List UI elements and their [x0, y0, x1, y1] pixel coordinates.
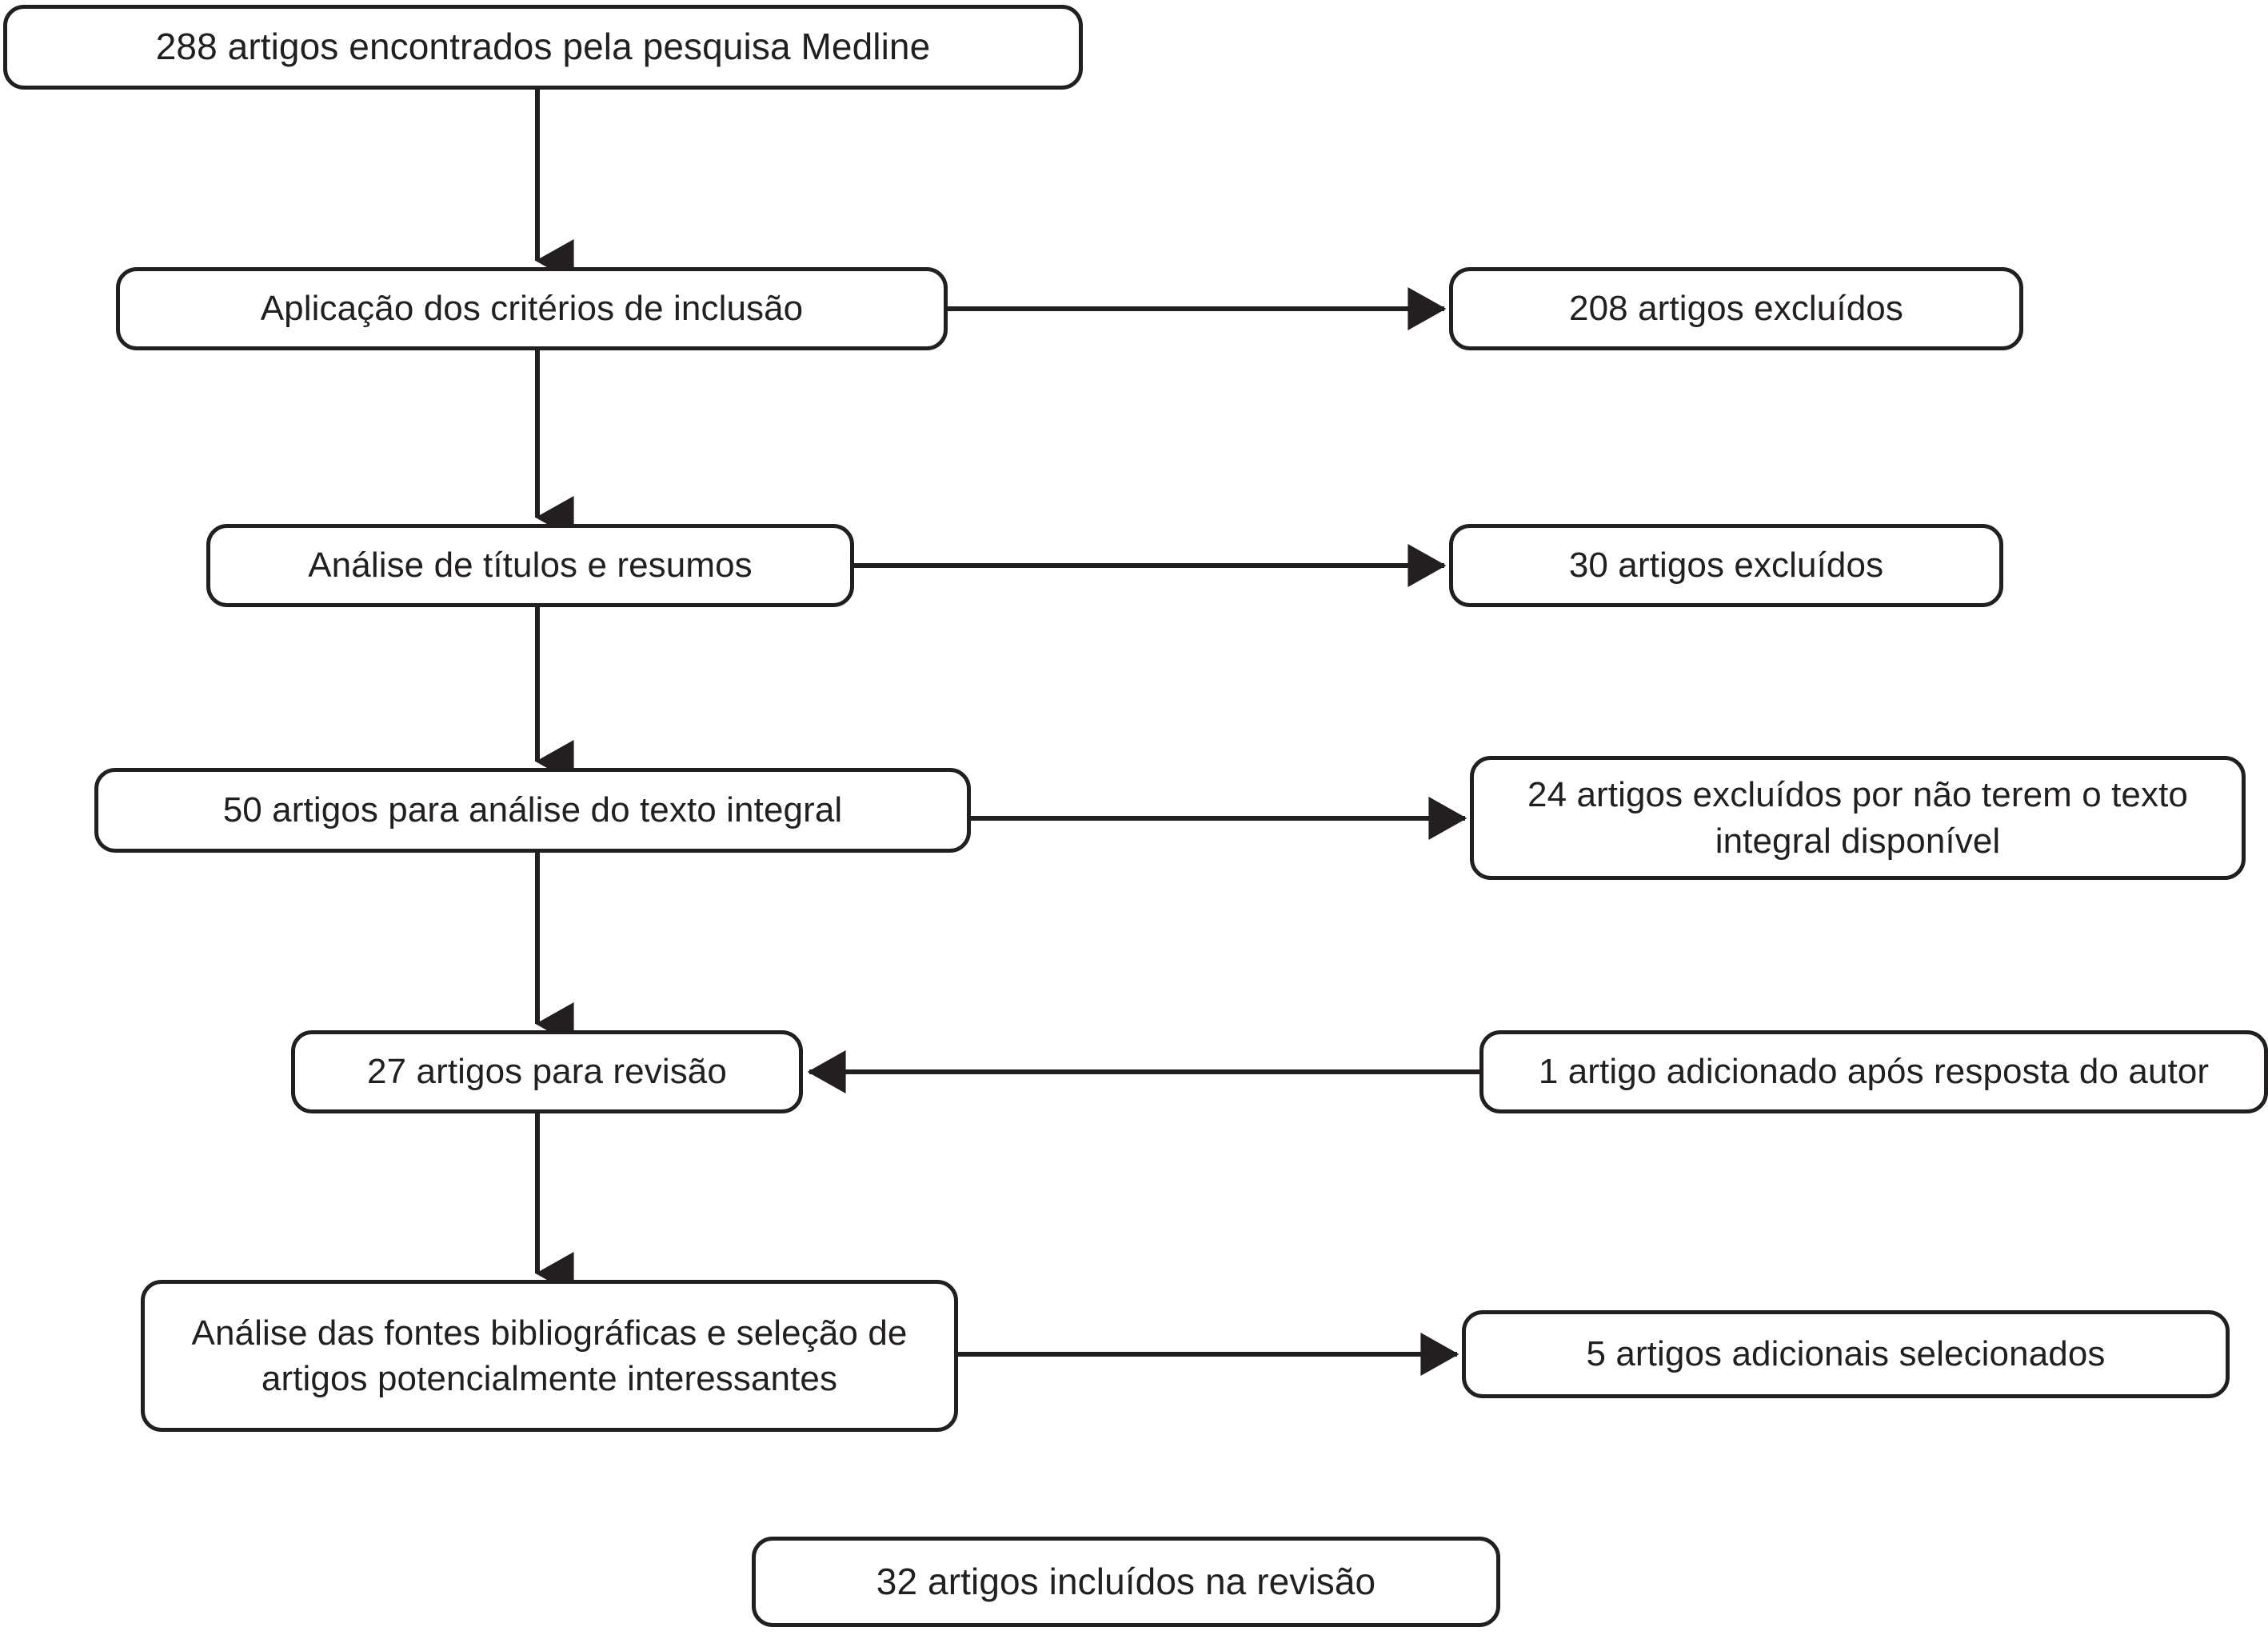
node-fulltext[interactable]: 50 artigos para análise do texto integra… — [94, 768, 971, 853]
node-excluded-30[interactable]: 30 artigos excluídos — [1449, 524, 2003, 607]
node-found-label: 288 artigos encontrados pela pesquisa Me… — [155, 26, 931, 68]
node-additional-5-label: 5 artigos adicionais selecionados — [1586, 1334, 2106, 1374]
node-criteria-label: Aplicação dos critérios de inclusão — [260, 289, 804, 329]
node-criteria[interactable]: Aplicação dos critérios de inclusão — [116, 267, 948, 350]
node-review27-label: 27 artigos para revisão — [367, 1052, 727, 1092]
node-titles[interactable]: Análise de títulos e resumos — [206, 524, 854, 607]
node-excluded-30-label: 30 artigos excluídos — [1568, 546, 1884, 586]
node-included[interactable]: 32 artigos incluídos na revisão — [752, 1537, 1500, 1627]
node-found[interactable]: 288 artigos encontrados pela pesquisa Me… — [3, 5, 1083, 90]
node-sources[interactable]: Análise das fontes bibliográficas e sele… — [141, 1280, 958, 1432]
node-added-1-label: 1 artigo adicionado após resposta do aut… — [1538, 1052, 2210, 1092]
node-added-1[interactable]: 1 artigo adicionado após resposta do aut… — [1479, 1030, 2268, 1113]
node-excluded-208-label: 208 artigos excluídos — [1569, 289, 1903, 329]
node-sources-label: Análise das fontes bibliográficas e sele… — [191, 1313, 908, 1398]
node-excluded-24[interactable]: 24 artigos excluídos por não terem o tex… — [1470, 756, 2246, 880]
node-included-label: 32 artigos incluídos na revisão — [876, 1560, 1376, 1602]
node-additional-5[interactable]: 5 artigos adicionais selecionados — [1462, 1310, 2230, 1398]
node-excluded-208[interactable]: 208 artigos excluídos — [1449, 267, 2023, 350]
node-titles-label: Análise de títulos e resumos — [308, 546, 753, 586]
node-fulltext-label: 50 artigos para análise do texto integra… — [222, 790, 843, 830]
node-excluded-24-label: 24 artigos excluídos por não terem o tex… — [1527, 775, 2188, 861]
node-review27[interactable]: 27 artigos para revisão — [291, 1030, 803, 1113]
